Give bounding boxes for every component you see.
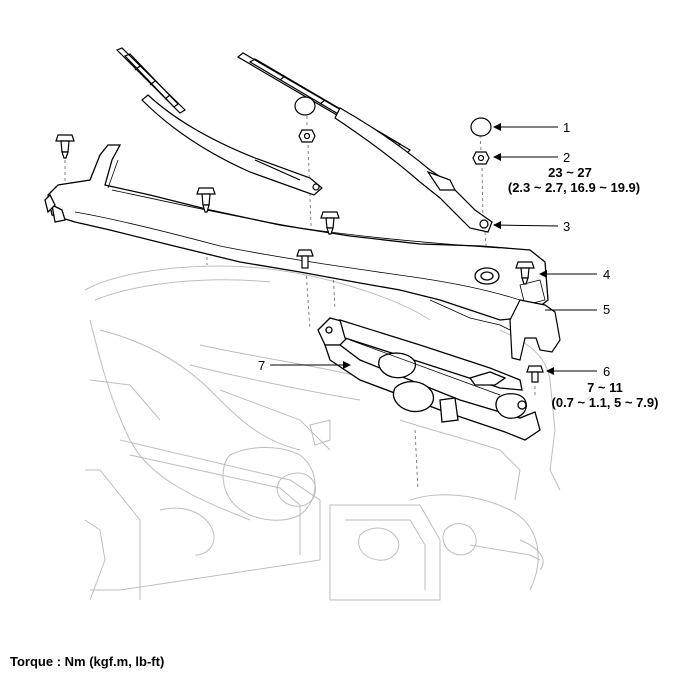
callout-2-torque-alt: (2.3 ~ 2.7, 16.9 ~ 19.9) [507,180,641,195]
callout-3-label: 3 [563,219,571,234]
engine-bay-background [84,265,561,601]
callout-2-label: 2 [563,150,571,165]
callout-1-label: 1 [563,120,571,135]
left-wiper-blade [115,47,186,114]
cowl-clips [55,134,535,285]
clip-1 [55,134,75,159]
callout-leaders [270,123,597,375]
wiper-arm-cap-left [294,96,316,116]
clip-4 [515,261,535,285]
clip-2 [196,187,216,213]
callout-6-torque-nm: 7 ~ 11 [587,380,623,395]
bolt-2 [526,365,544,383]
bolt-1 [296,249,314,269]
cowl-side-cover [509,299,561,361]
wiper-arm-nut-right [472,151,490,165]
clip-3 [320,211,340,235]
callout-2-torque-nm: 23 ~ 27 [548,165,592,180]
cowl-top-cover [44,144,549,331]
callout-4-label: 4 [603,267,611,282]
callout-5-label: 5 [603,302,611,317]
torque-units-note: Torque : Nm (kgf.m, lb-ft) [10,654,165,669]
right-wiper-arm [334,107,493,233]
left-wiper-arm [141,94,323,196]
wiper-motor-linkage [317,317,541,441]
wiper-arm-nut-left [298,129,316,143]
linkage-bolts [296,249,544,383]
callout-6-label: 6 [603,364,611,379]
callout-7-label: 7 [258,358,266,373]
callout-6-torque-alt: (0.7 ~ 1.1, 5 ~ 7.9) [551,395,659,410]
wiper-arm-cap-right [470,117,492,137]
